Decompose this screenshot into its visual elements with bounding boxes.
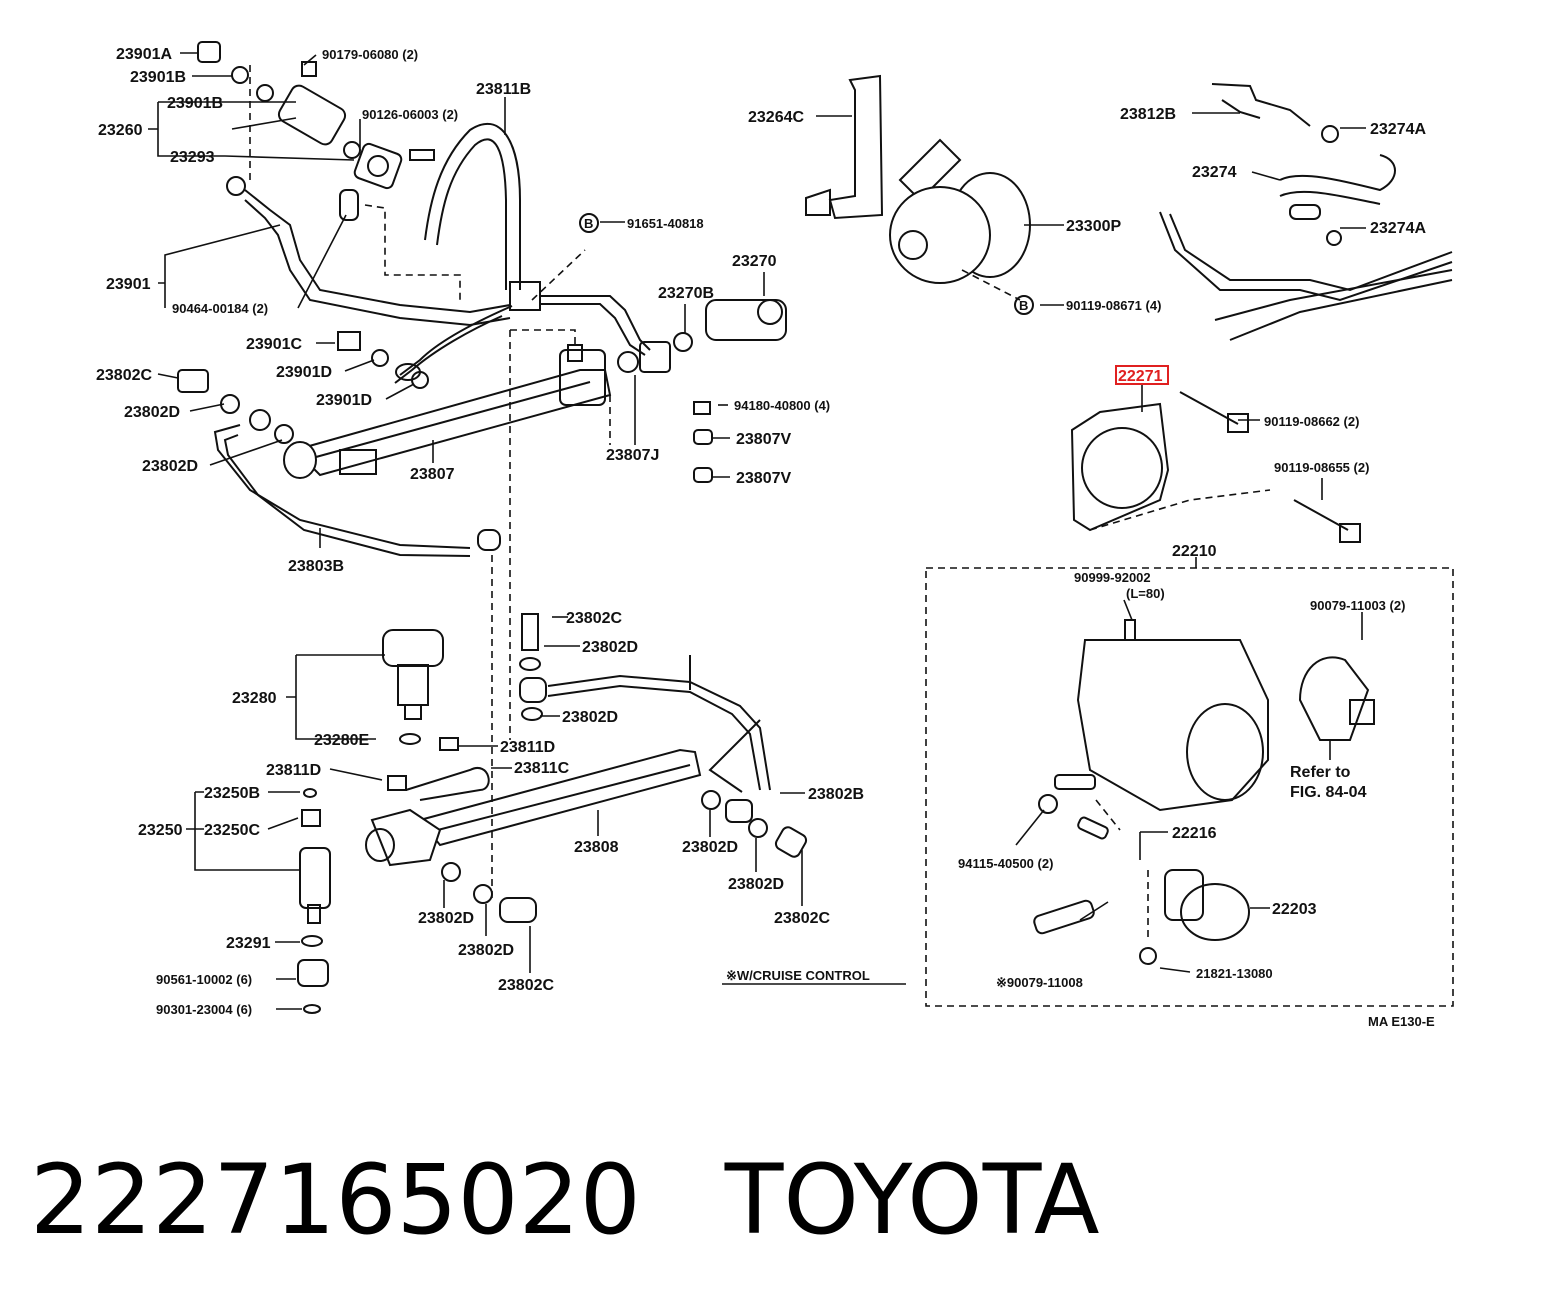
part-label: 23901C — [246, 336, 302, 353]
part-label: 91651-40818 — [627, 216, 704, 231]
part-label: 23901B — [167, 95, 223, 112]
part-label: 23280E — [314, 732, 369, 749]
part-label: 23811B — [476, 81, 531, 98]
part-label: 21821-13080 — [1196, 966, 1273, 981]
part-label: 94180-40800 (4) — [734, 398, 830, 413]
part-number: 2227165020 — [30, 1144, 641, 1256]
part-label: (L=80) — [1126, 586, 1165, 601]
part-label: 23802D — [458, 942, 514, 959]
part-label: 23811C — [514, 760, 570, 777]
callout-b: B — [1014, 295, 1034, 315]
part-label: 22203 — [1272, 901, 1317, 918]
component-drawings — [177, 41, 1454, 1014]
part-label: 90561-10002 (6) — [156, 972, 252, 987]
part-label: 23291 — [226, 935, 271, 952]
part-label: 23901B — [130, 69, 186, 86]
part-label: 23811D — [500, 739, 555, 756]
part-label: 23802C — [566, 610, 622, 627]
part-label: 23802D — [124, 404, 180, 421]
cruise-control-note: ※W/CRUISE CONTROL — [726, 968, 870, 983]
part-label: 23300P — [1066, 218, 1121, 235]
part-label: 23274 — [1192, 164, 1237, 181]
part-label: 23802C — [498, 977, 554, 994]
part-label: 23802D — [582, 639, 638, 656]
part-labels: 23901A 23901B 23901B 23260 23293 90179-0… — [96, 46, 1435, 1029]
cruise-marked-part-label: ※90079-11008 — [996, 975, 1083, 990]
footer-title: 2227165020 TOYOTA — [30, 1140, 1100, 1260]
part-label: 90179-06080 (2) — [322, 47, 418, 62]
callout-b: B — [579, 213, 599, 233]
part-label: 23270B — [658, 285, 714, 302]
highlight-box — [1115, 365, 1169, 385]
part-label: 23274A — [1370, 220, 1426, 237]
part-label: 90999-92002 — [1074, 570, 1151, 585]
part-label: 23802D — [728, 876, 784, 893]
part-label: 23807V — [736, 470, 791, 487]
part-label: 23802D — [562, 709, 618, 726]
highlighted-part-label: 22271 — [1118, 368, 1163, 385]
part-label: 23274A — [1370, 121, 1426, 138]
part-label: 23807V — [736, 431, 791, 448]
part-label: 94115-40500 (2) — [958, 856, 1053, 871]
part-label: 22210 — [1172, 543, 1217, 560]
part-label: 90079-11003 (2) — [1310, 598, 1405, 613]
part-label: 23901A — [116, 46, 172, 63]
part-label: 23802D — [418, 910, 474, 927]
part-label: 22216 — [1172, 825, 1217, 842]
leader-lines — [148, 52, 1366, 1010]
refer-note-line2: FIG. 84-04 — [1290, 784, 1367, 801]
refer-note-line1: Refer to — [1290, 764, 1351, 781]
parts-diagram: 23901A 23901B 23901B 23260 23293 90179-0… — [96, 41, 1454, 1029]
part-label: 90079-11008 — [1007, 975, 1083, 990]
part-label: 23250C — [204, 822, 260, 839]
part-label: 23901D — [316, 392, 372, 409]
part-label: 23802D — [142, 458, 198, 475]
part-label: 90464-00184 (2) — [172, 301, 268, 316]
part-label: 23270 — [732, 253, 777, 270]
part-label: 23264C — [748, 109, 804, 126]
brand-name: TOYOTA — [724, 1144, 1100, 1256]
part-label: 23811D — [266, 762, 321, 779]
part-label: 23280 — [232, 690, 277, 707]
part-label: 90126-06003 (2) — [362, 107, 458, 122]
diagram-code: MA E130-E — [1368, 1014, 1435, 1029]
part-label: 23250 — [138, 822, 183, 839]
part-label: 90119-08662 (2) — [1264, 414, 1359, 429]
part-label: 23802B — [808, 786, 864, 803]
part-label: 90119-08671 (4) — [1066, 298, 1161, 313]
part-label: 23807J — [606, 447, 659, 464]
part-label: 23250B — [204, 785, 260, 802]
part-label: 23260 — [98, 122, 143, 139]
part-label: 23802C — [774, 910, 830, 927]
callout-b-letter: B — [584, 216, 593, 231]
part-label: 23901 — [106, 276, 151, 293]
part-label: 23802C — [96, 367, 152, 384]
part-label: 23807 — [410, 466, 455, 483]
part-label: 23812B — [1120, 106, 1176, 123]
part-label: 23803B — [288, 558, 344, 575]
callout-b-letter: B — [1019, 298, 1028, 313]
part-label: 23901D — [276, 364, 332, 381]
part-label: 90119-08655 (2) — [1274, 460, 1369, 475]
part-label: 23802D — [682, 839, 738, 856]
dashed-guides — [249, 65, 1271, 940]
part-label: 23293 — [170, 149, 215, 166]
part-label: 23808 — [574, 839, 619, 856]
part-label: 90301-23004 (6) — [156, 1002, 252, 1017]
